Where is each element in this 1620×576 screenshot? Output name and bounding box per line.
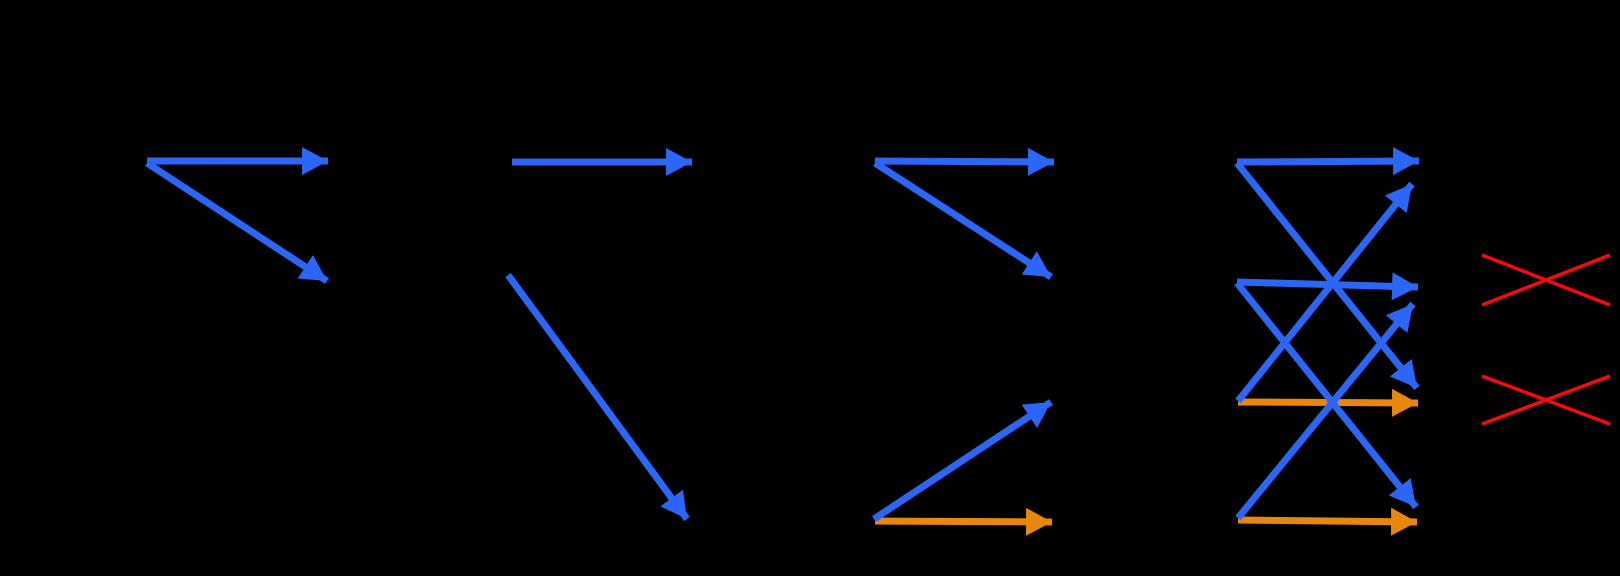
arrow-stage4-row3-to-row1 [1235, 181, 1415, 404]
pruned-x-row3-stroke-2 [1481, 374, 1611, 426]
arrow-stage3-row1-to-row2 [873, 160, 1053, 280]
pruned-x-row3 [1481, 374, 1611, 426]
arrow-stage4-row4-to-row4 [1237, 507, 1418, 536]
arrow-stage3-row1-to-row1 [874, 147, 1055, 176]
arrow-stage1-row1-to-row2 [145, 160, 329, 284]
arrow-stage2-row2-to-row4 [505, 272, 690, 522]
arrow-stage4-row2-to-row4 [1234, 280, 1419, 510]
arrow-stage4-row1-to-row1 [1236, 147, 1420, 176]
pruned-x-row2 [1481, 253, 1611, 307]
arrow-stage4-row1-to-row3 [1234, 160, 1420, 391]
arrow-stage3-row4-to-row3 [872, 399, 1053, 522]
arrow-stage4-row4-to-row2 [1235, 301, 1416, 521]
arrow-stage3-row4-to-row4 [874, 507, 1053, 536]
pruned-x-row2-stroke-2 [1481, 253, 1611, 307]
